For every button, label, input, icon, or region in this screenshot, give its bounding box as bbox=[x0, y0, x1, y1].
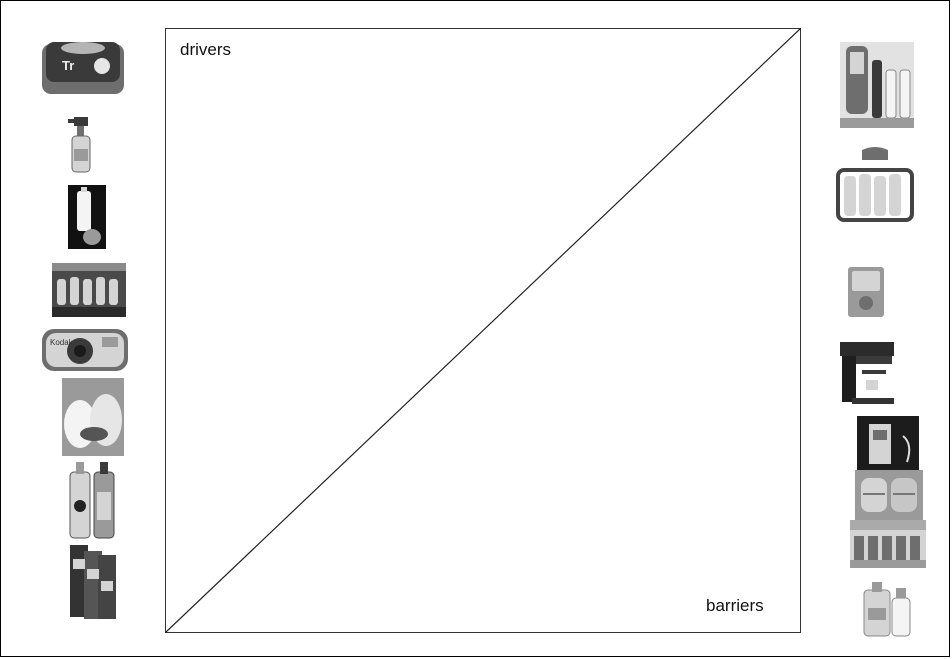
drivers-label: drivers bbox=[180, 40, 231, 60]
cleaning-jugs-icon bbox=[860, 574, 916, 640]
disposable-camera-icon: Kodak bbox=[40, 325, 130, 375]
shelf-packages-icon bbox=[850, 520, 926, 568]
sachet-pouch-icon bbox=[846, 265, 886, 319]
milk-bottles-icon bbox=[62, 378, 124, 456]
wall-dispenser-icon bbox=[857, 416, 919, 470]
glass-bottles-icon bbox=[68, 462, 118, 540]
wrapped-rolls-icon bbox=[855, 470, 923, 520]
wet-wipes-dispenser-icon: Tr bbox=[40, 38, 126, 96]
spray-bottle-icon bbox=[64, 117, 96, 173]
svg-text:Tr: Tr bbox=[62, 58, 74, 73]
diagonal-line bbox=[165, 28, 801, 633]
svg-text:Kodak: Kodak bbox=[50, 338, 74, 347]
boxed-packages-icon bbox=[68, 545, 118, 621]
bottle-crate-icon bbox=[834, 146, 916, 230]
bottle-and-roll-icon bbox=[68, 185, 106, 249]
soda-maker-icon bbox=[840, 42, 914, 128]
store-shelf-bottles-icon bbox=[52, 263, 126, 317]
espresso-machine-icon bbox=[838, 340, 896, 406]
barriers-label: barriers bbox=[706, 596, 764, 616]
